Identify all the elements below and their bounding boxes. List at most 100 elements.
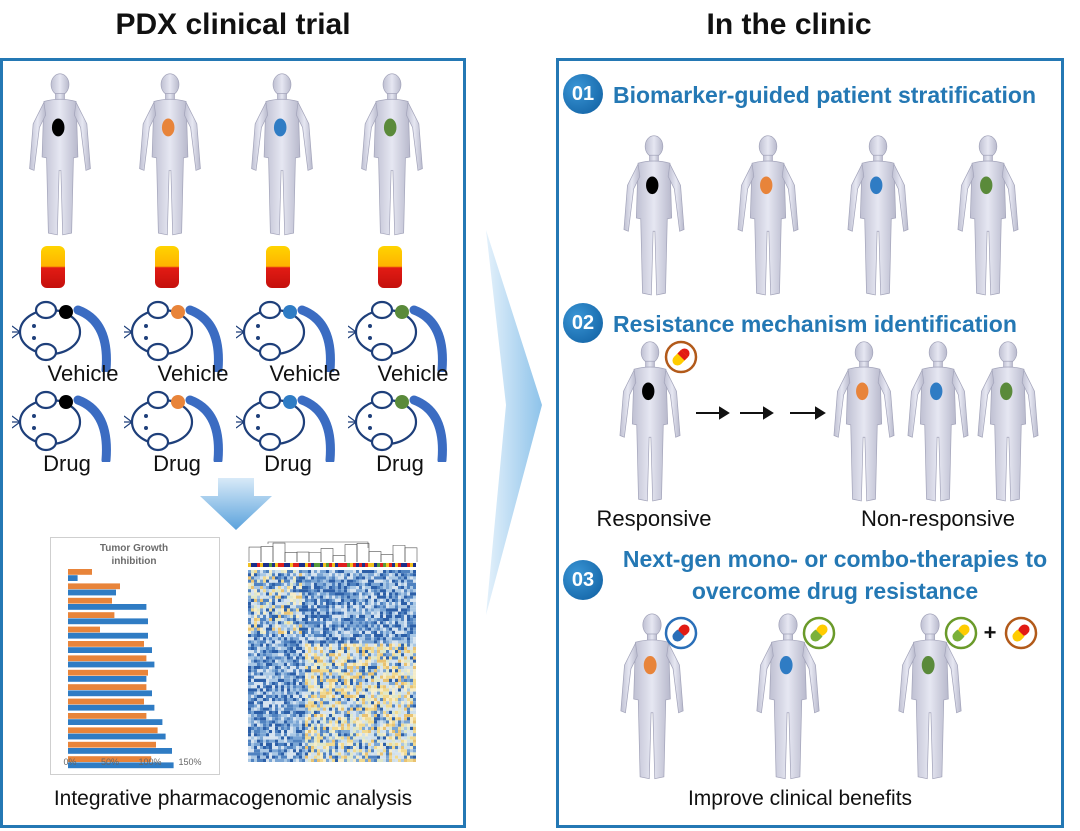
- heatmap-cell: [248, 637, 251, 641]
- heatmap-cell: [296, 570, 299, 574]
- heatmap-annotation: [332, 563, 335, 567]
- heatmap-cell: [257, 739, 260, 743]
- heatmap-cell: [275, 576, 278, 580]
- heatmap-cell: [359, 733, 362, 737]
- heatmap-cell: [368, 678, 371, 682]
- heatmap-cell: [371, 749, 374, 753]
- heatmap-cell: [314, 739, 317, 743]
- heatmap-cell: [374, 675, 377, 679]
- heatmap-cell: [350, 688, 353, 692]
- nonresponsive-patient-figure: [826, 340, 902, 508]
- heatmap-cell: [290, 694, 293, 698]
- heatmap-cell: [392, 736, 395, 740]
- heatmap-cell: [410, 589, 413, 593]
- heatmap-cell: [392, 666, 395, 670]
- heatmap-cell: [284, 669, 287, 673]
- heatmap-cell: [359, 710, 362, 714]
- heatmap-cell: [368, 640, 371, 644]
- heatmap-cell: [257, 579, 260, 583]
- heatmap-cell: [395, 579, 398, 583]
- bar: [68, 604, 147, 610]
- heatmap-cell: [338, 570, 341, 574]
- heatmap-cell: [251, 723, 254, 727]
- heatmap-cell: [308, 598, 311, 602]
- heatmap-cell: [308, 608, 311, 612]
- heatmap-cell: [386, 678, 389, 682]
- heatmap-cell: [410, 653, 413, 657]
- heatmap-cell: [290, 698, 293, 702]
- heatmap-cell: [251, 675, 254, 679]
- heatmap-cell: [374, 746, 377, 750]
- heatmap-cell: [269, 592, 272, 596]
- heatmap-cell: [293, 643, 296, 647]
- heatmap-cell: [275, 746, 278, 750]
- heatmap-cell: [365, 701, 368, 705]
- heatmap-cell: [305, 643, 308, 647]
- heatmap-cell: [353, 634, 356, 638]
- heatmap-cell: [362, 678, 365, 682]
- patient-figure-3: [840, 134, 916, 302]
- heatmap-cell: [332, 717, 335, 721]
- heatmap-cell: [281, 720, 284, 724]
- heatmap-cell: [365, 608, 368, 612]
- heatmap-cell: [266, 582, 269, 586]
- mouse-icon: [12, 382, 112, 462]
- heatmap-cell: [410, 704, 413, 708]
- heatmap-cell: [410, 685, 413, 689]
- heatmap-cell: [371, 653, 374, 657]
- heatmap-cell: [323, 666, 326, 670]
- heatmap-cell: [317, 627, 320, 631]
- heatmap-cell: [266, 746, 269, 750]
- heatmap-cell: [407, 755, 410, 759]
- bar: [68, 618, 148, 625]
- heatmap-cell: [386, 685, 389, 689]
- heatmap-cell: [323, 650, 326, 654]
- heatmap-cell: [401, 669, 404, 673]
- heatmap-cell: [320, 742, 323, 746]
- heatmap-cell: [410, 586, 413, 590]
- heatmap-cell: [389, 595, 392, 599]
- heatmap-cell: [371, 605, 374, 609]
- heatmap-cell: [284, 573, 287, 577]
- heatmap-cell: [383, 714, 386, 718]
- heatmap-cell: [413, 573, 416, 577]
- heatmap-cell: [251, 669, 254, 673]
- heatmap-cell: [371, 707, 374, 711]
- heatmap-cell: [338, 640, 341, 644]
- heatmap-cell: [317, 669, 320, 673]
- heatmap-cell: [323, 602, 326, 606]
- heatmap-cell: [299, 573, 302, 577]
- heatmap-cell: [314, 640, 317, 644]
- heatmap-cell: [317, 733, 320, 737]
- heatmap-cell: [344, 758, 347, 762]
- heatmap-cell: [332, 659, 335, 663]
- heatmap-cell: [338, 723, 341, 727]
- heatmap-cell: [410, 621, 413, 625]
- heatmap-cell: [323, 624, 326, 628]
- heatmap-cell: [263, 640, 266, 644]
- heatmap-cell: [263, 672, 266, 676]
- heatmap-cell: [257, 666, 260, 670]
- bar: [68, 669, 148, 676]
- heatmap-cell: [254, 605, 257, 609]
- heatmap-cell: [398, 698, 401, 702]
- heatmap-cell: [317, 602, 320, 606]
- heatmap-cell: [317, 707, 320, 711]
- heatmap-cell: [284, 637, 287, 641]
- patient-figure-3: [750, 612, 826, 786]
- heatmap-cell: [380, 723, 383, 727]
- heatmap-cell: [326, 749, 329, 753]
- heatmap-cell: [302, 605, 305, 609]
- heatmap-cell: [383, 717, 386, 721]
- heatmap-cell: [413, 726, 416, 730]
- heatmap-cell: [290, 749, 293, 753]
- heatmap-cell: [338, 707, 341, 711]
- heatmap-cell: [269, 598, 272, 602]
- heatmap-cell: [410, 749, 413, 753]
- heatmap-cell: [266, 589, 269, 593]
- heatmap-cell: [395, 573, 398, 577]
- heatmap-cell: [302, 611, 305, 615]
- heatmap-cell: [353, 726, 356, 730]
- heatmap-cell: [323, 627, 326, 631]
- heatmap-cell: [263, 586, 266, 590]
